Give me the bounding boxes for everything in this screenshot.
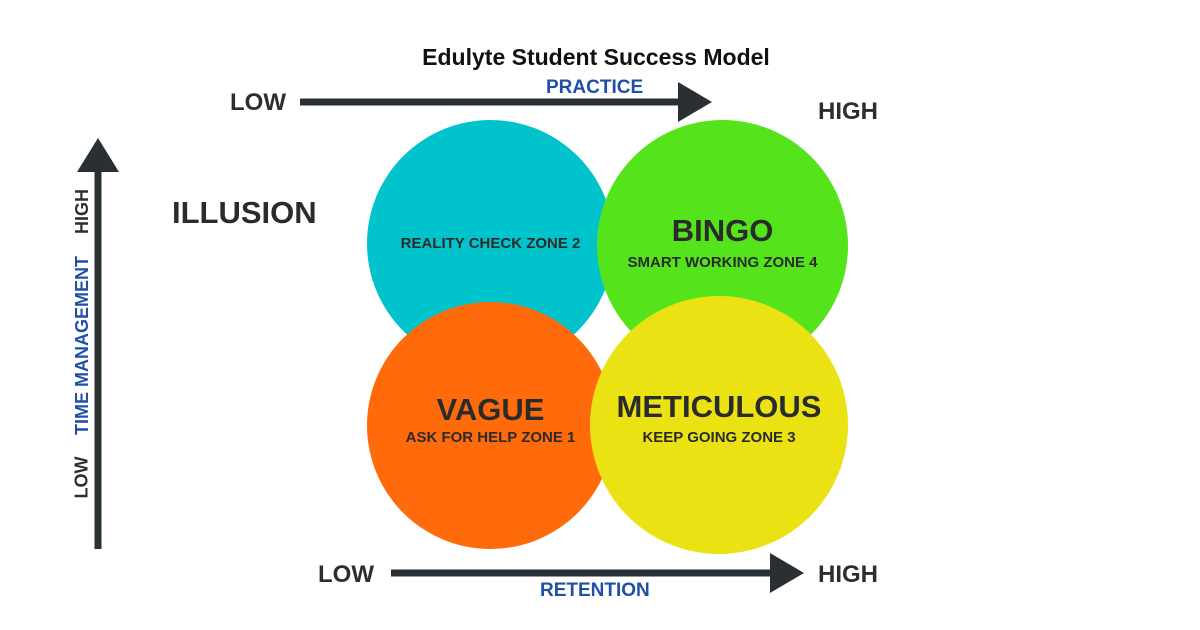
zone-4-subtitle: SMART WORKING ZONE 4 (627, 254, 818, 272)
retention-arrow (391, 553, 804, 593)
practice-arrow (300, 82, 712, 122)
time-management-axis-label: TIME MANAGEMENT (71, 255, 92, 435)
zone-2-subtitle: REALITY CHECK ZONE 2 (400, 235, 581, 252)
time-management-low-label: LOW (71, 456, 92, 498)
retention-low-label: LOW (318, 561, 374, 588)
time-management-arrow (77, 138, 119, 549)
zone-4-title: BINGO (671, 212, 774, 248)
zone-3-subtitle: KEEP GOING ZONE 3 (642, 428, 796, 446)
zone-3-title: METICULOUS (616, 389, 822, 425)
zone-1-title: VAGUE (436, 391, 545, 427)
zone-1-circle: VAGUE ASK FOR HELP ZONE 1 (367, 302, 614, 549)
diagram-title: Edulyte Student Success Model (422, 44, 770, 70)
retention-high-label: HIGH (818, 561, 878, 588)
practice-high-label: HIGH (818, 98, 878, 125)
retention-axis-label: RETENTION (540, 580, 650, 601)
zone-3-circle: METICULOUS KEEP GOING ZONE 3 (590, 296, 848, 554)
practice-axis-label: PRACTICE (546, 77, 644, 98)
zone-1-subtitle: ASK FOR HELP ZONE 1 (405, 429, 576, 447)
illusion-label: ILLUSION (172, 195, 317, 230)
time-management-high-label: HIGH (71, 188, 92, 234)
practice-low-label: LOW (230, 89, 286, 116)
